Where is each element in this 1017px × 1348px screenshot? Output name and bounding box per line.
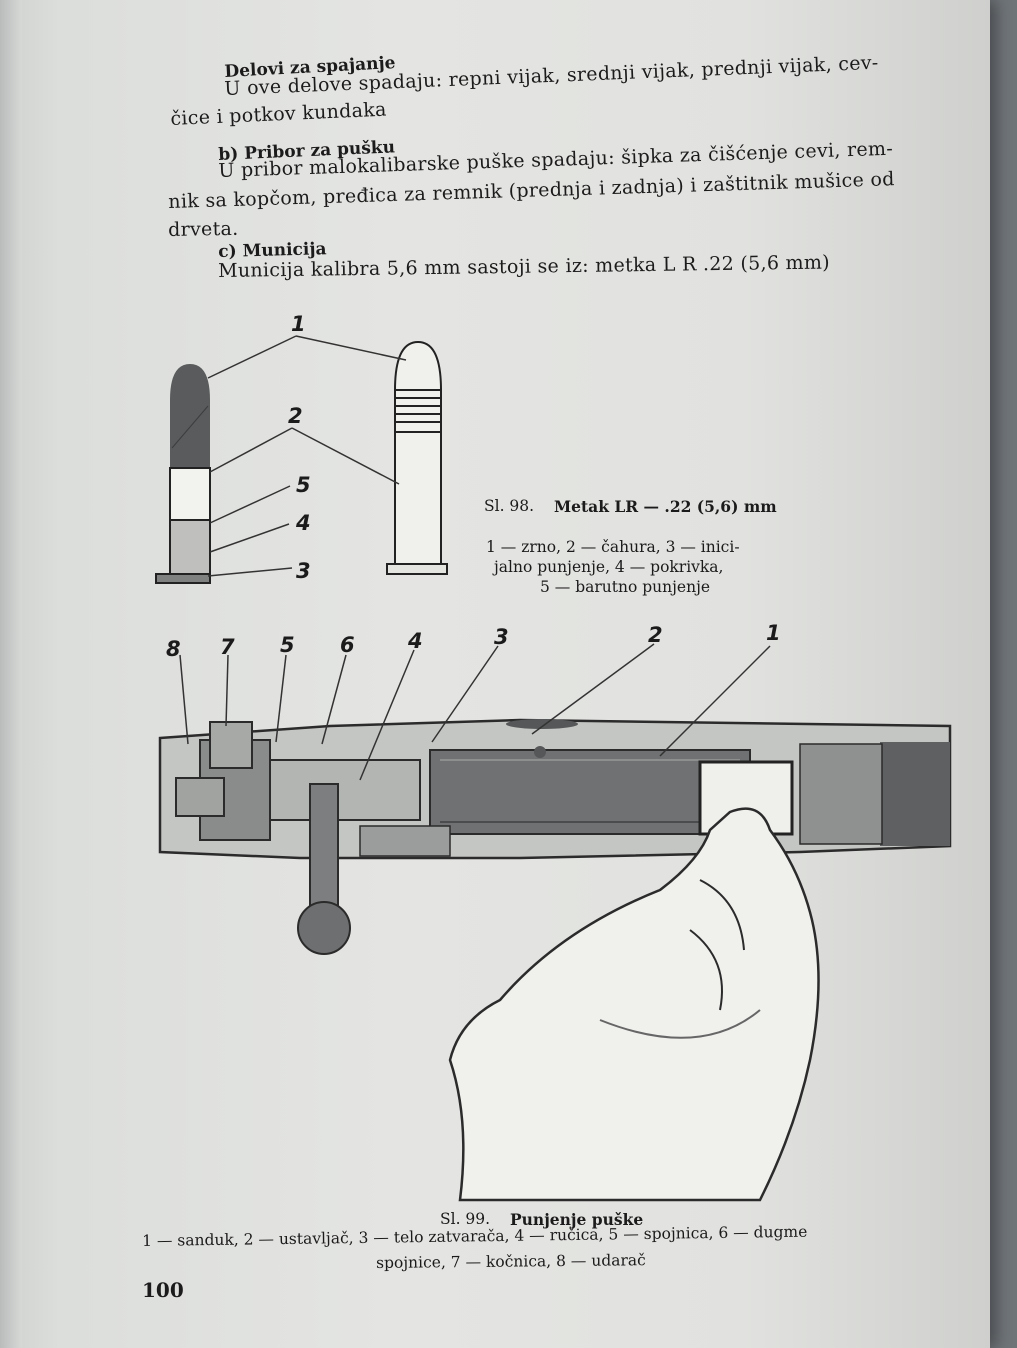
fig99-caption-prefix: Sl. 99. (440, 1210, 491, 1228)
fig98-label-2: 2 (288, 404, 303, 428)
fig98-legend-line: jalno punjenje, 4 — pokrivka, (494, 558, 724, 576)
fig99-label-4: 4 (407, 629, 423, 653)
fig99-label-5: 5 (280, 633, 295, 657)
fig99-label-7: 7 (220, 635, 235, 659)
fig99-label-8: 8 (166, 637, 181, 661)
fig98-legend-line: 5 — barutno punjenje (540, 578, 711, 596)
fig99-label-6: 6 (340, 633, 355, 657)
fig98-caption-title: Metak LR — .22 (5,6) mm (554, 497, 777, 516)
fig99-label-1: 1 (766, 621, 781, 645)
fig99-label-3: 3 (494, 625, 509, 649)
page-edge (0, 0, 22, 1348)
fig99-caption-title: Punjenje puške (510, 1210, 644, 1229)
fig98-label-5: 5 (296, 473, 311, 497)
fig98-label-3: 3 (296, 559, 311, 583)
page-number: 100 (142, 1278, 184, 1302)
book-page: Delovi za spajanje U ove delove spadaju:… (0, 0, 990, 1348)
fig98-label-4: 4 (295, 511, 311, 535)
fig98-label-1: 1 (291, 312, 306, 336)
fig98-legend-line: 1 — zrno, 2 — čahura, 3 — inici- (486, 538, 740, 556)
fig99-label-2: 2 (648, 623, 663, 647)
fig99-legend-line: spojnice, 7 — kočnica, 8 — udarač (376, 1251, 646, 1272)
figure-98-cartridge-drawing: 1 2 5 4 3 (155, 312, 448, 584)
fig98-caption-prefix: Sl. 98. (484, 497, 535, 515)
figure-99-rifle-loading-drawing: 8 7 5 6 4 3 2 1 (158, 621, 952, 1202)
